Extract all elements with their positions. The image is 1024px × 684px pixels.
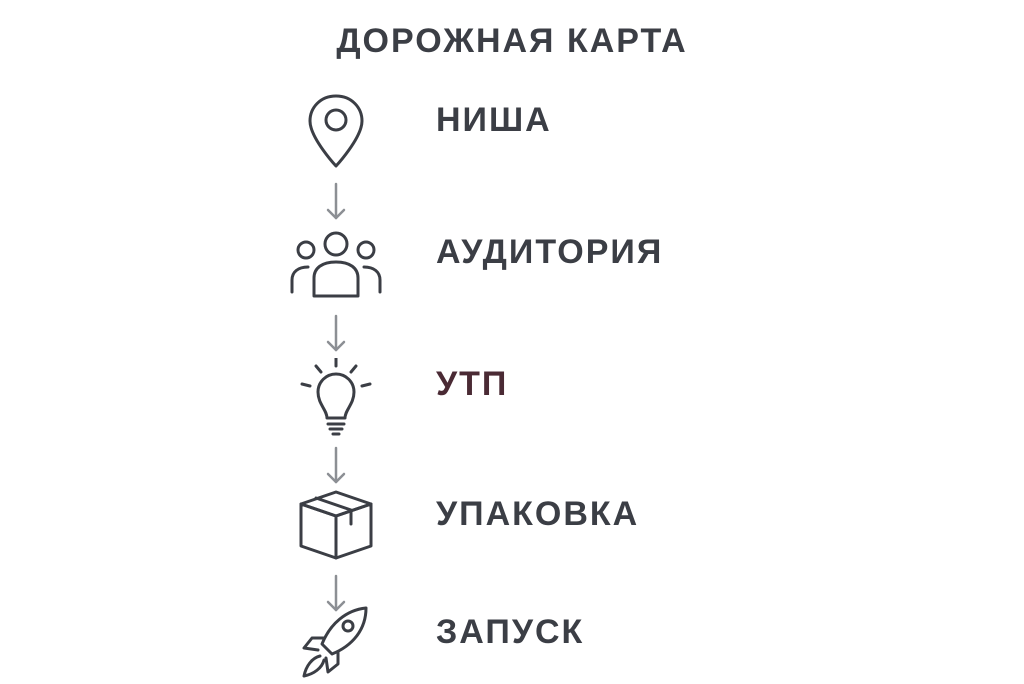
step-label-utp: УТП — [436, 365, 509, 403]
step-label-nisha: НИША — [436, 101, 552, 139]
rocket-icon — [286, 604, 386, 684]
step-label-zapusk: ЗАПУСК — [436, 613, 585, 651]
step-label-auditoriya: АУДИТОРИЯ — [436, 233, 664, 271]
page-title: ДОРОЖНАЯ КАРТА — [336, 22, 688, 60]
down-arrow-icon — [326, 574, 346, 614]
step-label-upakovka: УПАКОВКА — [436, 495, 640, 533]
down-arrow-icon — [326, 446, 346, 486]
box-icon — [286, 484, 386, 564]
down-arrow-icon — [326, 182, 346, 222]
lightbulb-icon — [286, 358, 386, 438]
map-pin-icon — [286, 92, 386, 172]
down-arrow-icon — [326, 314, 346, 354]
people-group-icon — [286, 226, 386, 306]
